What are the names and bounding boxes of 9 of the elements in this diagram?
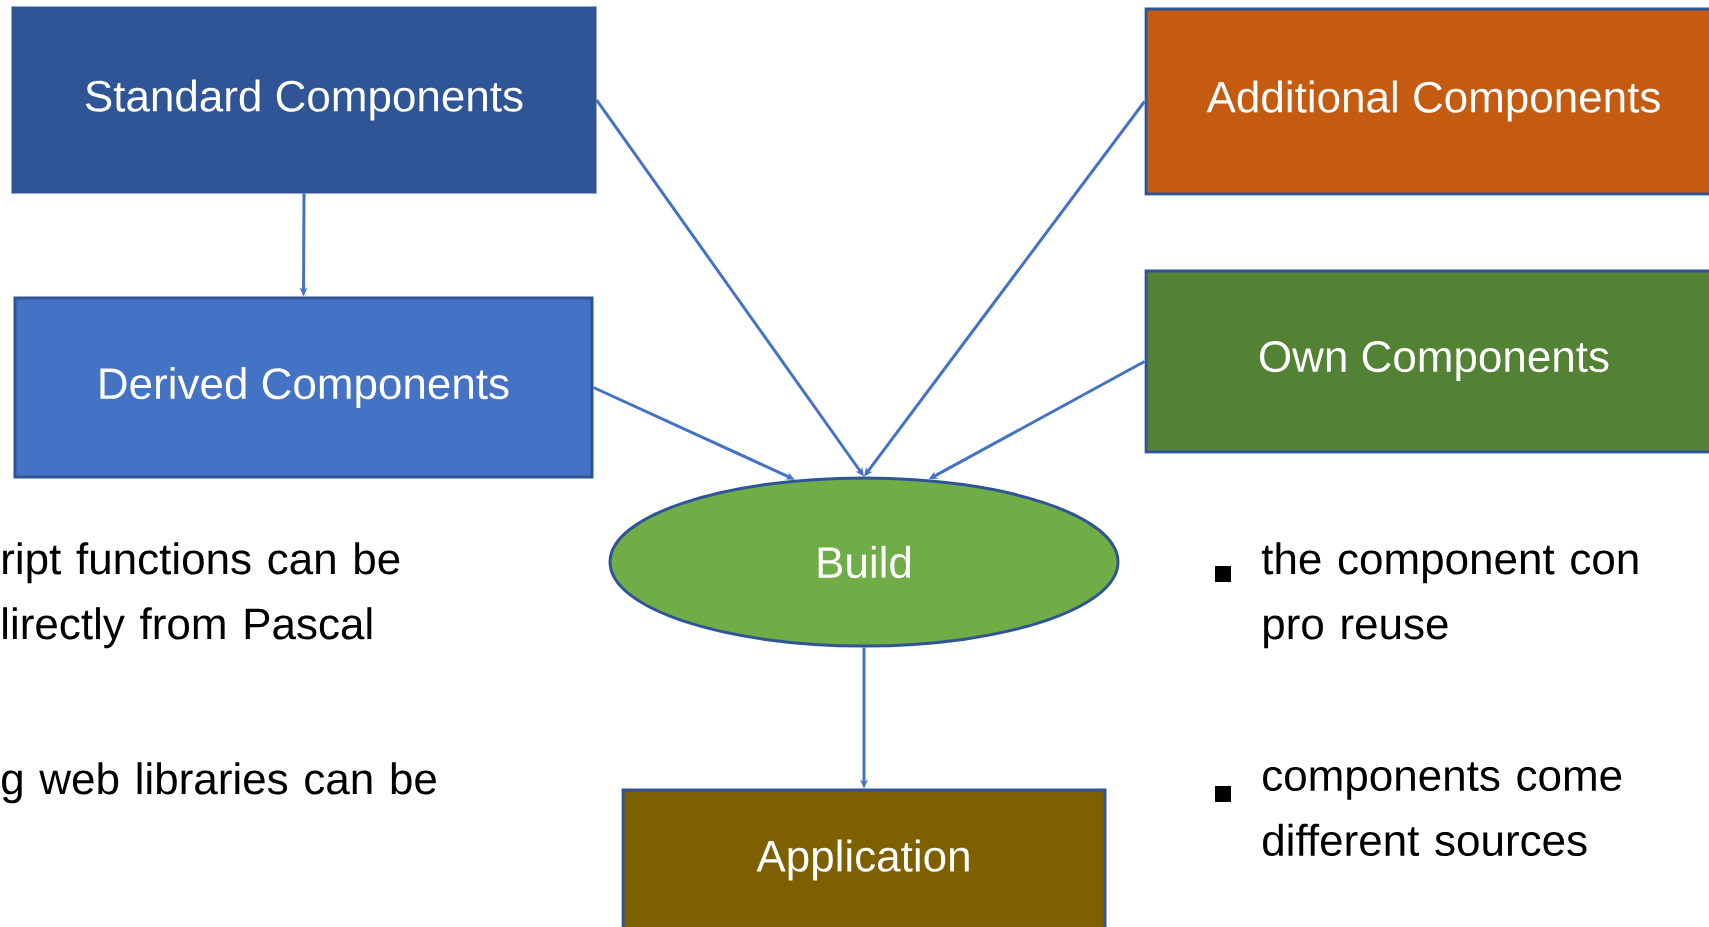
note-text: g web libraries can be	[2, 762, 436, 804]
component-box: Own Components	[1144, 269, 1709, 454]
note-text: the component con pro reuse	[1261, 542, 1638, 649]
component-box: Additional Components	[1144, 7, 1709, 196]
application-box: Application	[621, 788, 1107, 927]
note-text: ript functions can be lirectly from Pascal	[3, 542, 400, 649]
component-box: Standard Components	[11, 6, 597, 194]
note-text: components come different sources	[1263, 762, 1622, 857]
component-box: Derived Components	[13, 296, 594, 479]
